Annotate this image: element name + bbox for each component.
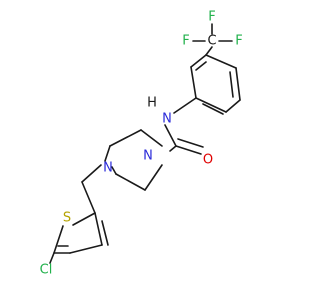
bond-n1-camide	[169, 145, 177, 152]
bond-c3a-c4	[235, 67, 241, 101]
bond-ca-cb	[109, 129, 142, 147]
bond-c2-ch2	[81, 181, 96, 214]
bond-cc-cd	[115, 173, 146, 191]
atom-amide-h-label: H	[147, 96, 157, 111]
bond-camide-o-double	[177, 138, 204, 148]
bond-n4-ca	[104, 145, 111, 162]
atom-f-top-label: F	[208, 10, 215, 25]
molecule-structure-diagram: Cl S N N N H O C F F F	[40, 10, 243, 278]
bond-c6-c1	[190, 66, 197, 99]
atom-amide-n-label: N	[162, 112, 172, 127]
bond-c5a-c6	[190, 54, 207, 68]
bonds	[49, 23, 241, 264]
bond-c2-c3-double	[101, 220, 109, 246]
atom-n1-label: N	[143, 149, 153, 164]
bond-c2-c3	[94, 212, 103, 246]
bond-c1-c2-inner	[202, 103, 224, 115]
atom-s-label: S	[63, 211, 71, 226]
bond-camide-nh	[164, 124, 177, 147]
bond-c3-c4	[69, 244, 103, 254]
bond-c3a-c4-inner	[229, 71, 234, 98]
bond-cd-n4	[111, 166, 117, 175]
bond-c5a-ccf3	[205, 46, 213, 56]
bond-c5a-c6-inner	[195, 61, 207, 71]
bond-camide-o	[175, 145, 202, 155]
atom-cf3-c-label: C	[207, 34, 216, 49]
atom-f-left-label: F	[182, 34, 189, 49]
bond-cb-n1	[140, 129, 163, 147]
atom-n4-label: N	[103, 161, 113, 176]
bond-s-c2	[72, 212, 96, 226]
bond-c4-c5a	[205, 54, 237, 69]
bond-c1-c2	[195, 97, 227, 113]
bond-c5-s	[53, 225, 64, 254]
bond-n1-cc	[144, 164, 163, 191]
atom-o-label: O	[203, 153, 213, 168]
bond-nh-c1	[173, 97, 197, 114]
atom-labels: Cl S N N N H O C F F F	[40, 10, 243, 278]
atom-f-right-label: F	[235, 34, 242, 49]
bond-c5-cl	[49, 252, 55, 264]
bond-c2-c3a	[225, 99, 241, 113]
bond-ch2-n4	[81, 164, 102, 183]
atom-cl-label: Cl	[40, 263, 53, 278]
